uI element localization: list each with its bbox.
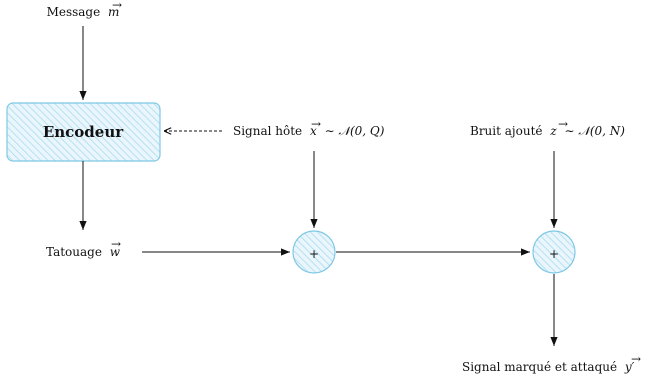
watermark-vector-accent: → (111, 237, 121, 251)
adder-1-symbol: + (309, 247, 319, 261)
output-vector-accent: → (631, 352, 641, 366)
adder-2-symbol: + (549, 247, 559, 261)
watermark-label: Tatouage w (46, 245, 121, 259)
noise-vector-accent: → (558, 117, 568, 131)
adder-node-1 (292, 230, 336, 274)
message-vector-accent: → (112, 0, 122, 12)
noise-label: Bruit ajouté z ∼ 𝒩(0, N) (470, 124, 625, 138)
host-vector-accent: → (311, 117, 321, 131)
output-label: Signal marqué et attaqué y′ (462, 360, 635, 374)
host-signal-label: Signal hôte x ∼ 𝒩(0, Q) (233, 124, 385, 138)
encoder-label: Encodeur (43, 123, 124, 141)
message-label: Message m (47, 5, 120, 19)
adder-node-2 (532, 230, 576, 274)
